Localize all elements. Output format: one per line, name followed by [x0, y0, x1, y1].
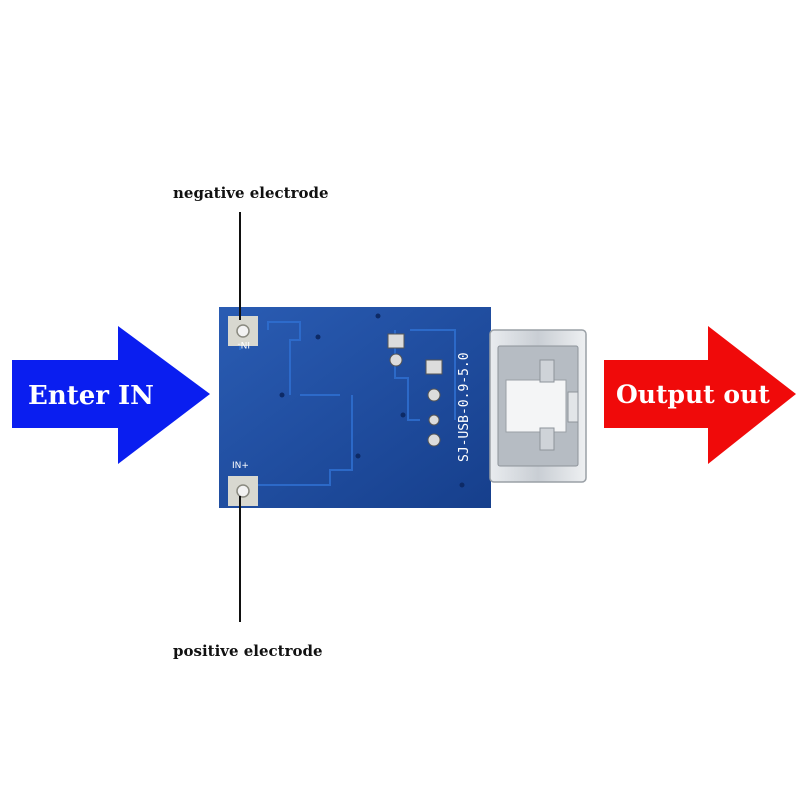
via-3 — [428, 414, 440, 426]
positive-leader-line — [239, 496, 241, 622]
output-arrow: Output out — [604, 326, 796, 464]
pcb-board: IN- IN+ SJ-USB-0.9-5.0 — [219, 307, 491, 508]
smd-component-2 — [425, 359, 443, 375]
input-arrow-label: Enter IN — [28, 381, 154, 411]
smd-component-1 — [387, 333, 405, 349]
output-arrow-label: Output out — [616, 380, 770, 409]
via-7 — [279, 392, 285, 398]
via-1 — [389, 353, 403, 367]
pad-top-mark: IN- — [237, 339, 250, 349]
via-9 — [355, 453, 361, 459]
via-8 — [400, 412, 406, 418]
pcb-substrate — [219, 307, 491, 508]
usb-tongue — [505, 379, 567, 433]
negative-pad-hole — [236, 324, 250, 338]
via-10 — [459, 482, 465, 488]
usb-contact-1 — [539, 359, 555, 383]
via-5 — [315, 334, 321, 340]
usb-contact-2 — [539, 427, 555, 451]
input-arrow: Enter IN — [12, 326, 210, 464]
usb-side-tab — [567, 391, 579, 423]
pcb-traces — [239, 321, 456, 486]
negative-leader-line — [239, 212, 241, 320]
output-arrow-shape — [604, 326, 796, 464]
via-6 — [375, 313, 381, 319]
via-4 — [427, 433, 441, 447]
via-2 — [427, 388, 441, 402]
input-arrow-shape — [12, 326, 210, 464]
usb-a-female-icon — [489, 329, 587, 483]
pad-bottom-mark: IN+ — [232, 461, 249, 471]
positive-pad-hole — [236, 484, 250, 498]
silkscreen-model: SJ-USB-0.9-5.0 — [457, 352, 472, 462]
negative-electrode-label: negative electrode — [173, 184, 329, 202]
positive-electrode-label: positive electrode — [173, 642, 323, 660]
